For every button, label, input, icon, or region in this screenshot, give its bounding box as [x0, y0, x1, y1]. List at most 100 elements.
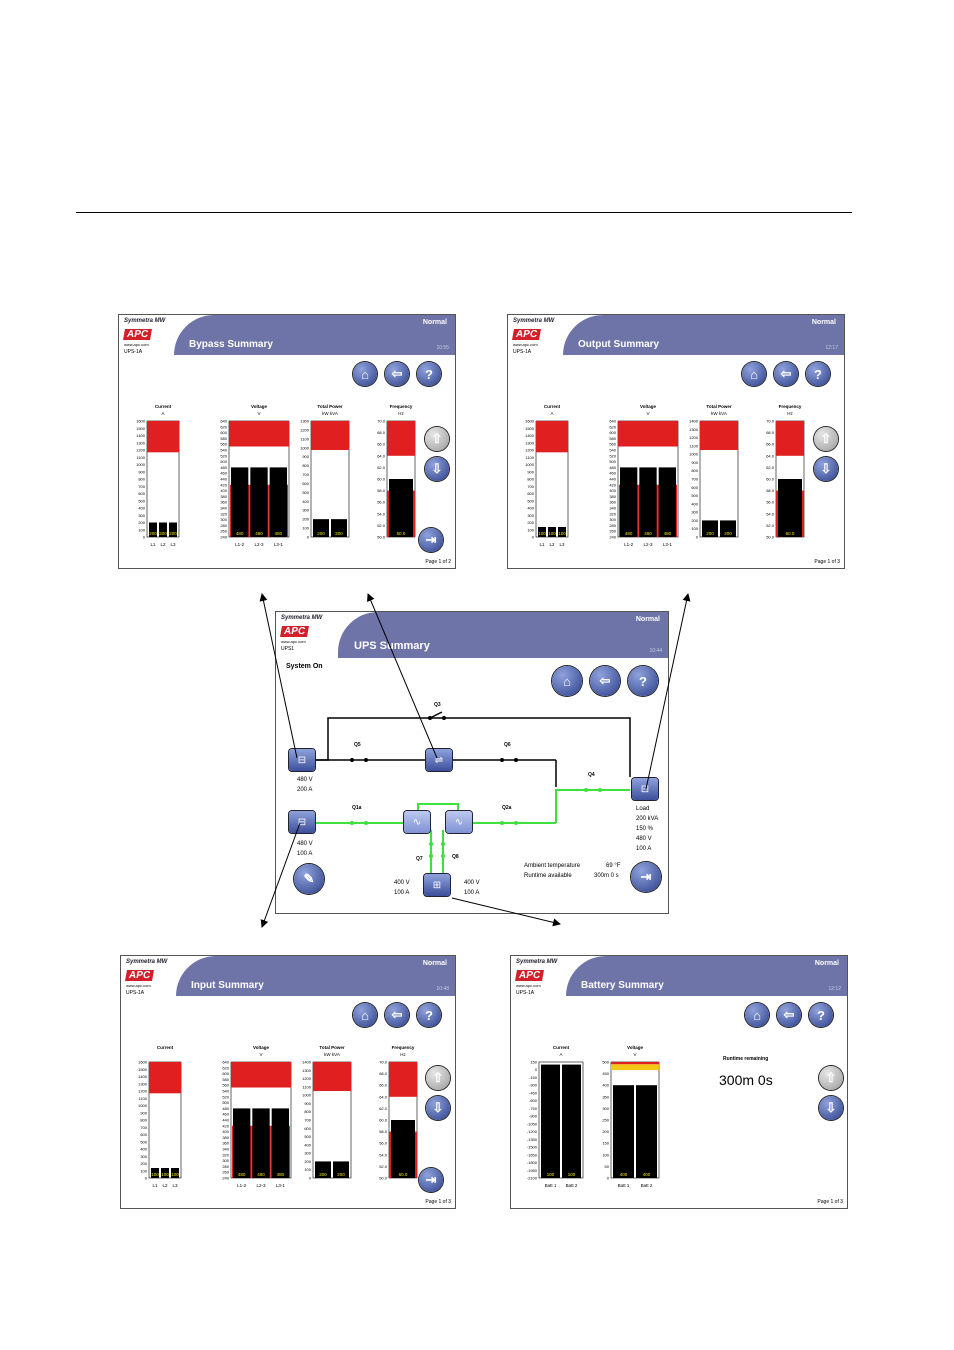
- tick-label: 460: [609, 471, 616, 476]
- static-switch-icon[interactable]: ⇌: [426, 749, 452, 771]
- tick-label: 360: [220, 500, 227, 505]
- tick-label: 64.0: [379, 1094, 388, 1099]
- tick-label: 600: [140, 1132, 147, 1137]
- help-icon[interactable]: ?: [417, 362, 441, 386]
- scroll-down-icon[interactable]: ⇩: [425, 457, 449, 481]
- tick-label: 150: [530, 1060, 537, 1065]
- scroll-down-icon[interactable]: ⇩: [426, 1096, 450, 1120]
- home-icon[interactable]: ⌂: [742, 362, 766, 386]
- screen-title: UPS Summary: [354, 640, 430, 652]
- bypass-summary-screen: Symmetra MW APC www.apc.com UPS-1A Bypas…: [118, 314, 456, 569]
- meter-bar: [538, 527, 546, 537]
- arrow-to-input: [260, 822, 301, 928]
- home-icon[interactable]: ⌂: [745, 1003, 769, 1027]
- battery-summary-screen: Symmetra MW APC www.apc.com UPS-1A Batte…: [510, 955, 848, 1209]
- help-icon[interactable]: ?: [809, 1003, 833, 1027]
- meter-bar: [333, 1161, 349, 1178]
- chart-title: Voltage: [253, 1045, 269, 1050]
- exit-door-icon[interactable]: ⇥: [419, 1168, 443, 1192]
- meter-bar: [541, 1064, 560, 1178]
- tick-label: 1300: [525, 440, 535, 445]
- scroll-up-icon[interactable]: ⇧: [814, 427, 838, 451]
- arrow-to-output-from-switch: [367, 593, 438, 759]
- tick-label: 280: [220, 523, 227, 528]
- tick-label: 300: [140, 1154, 147, 1159]
- tick-label: -1050: [527, 1121, 538, 1126]
- tick-label: 600: [302, 481, 309, 486]
- meters-chart: Current160015001400130012001100100090080…: [138, 1045, 418, 1188]
- tick-label: 800: [304, 1109, 311, 1114]
- scroll-down-icon[interactable]: ⇩: [819, 1096, 843, 1120]
- chart-unit: Hz: [400, 1052, 406, 1057]
- tick-label: 66.0: [379, 1083, 388, 1088]
- ambient-temperature-label: Ambient temperature: [524, 863, 581, 869]
- tick-label: 1300: [138, 1081, 148, 1086]
- bar-value: 200: [335, 531, 343, 536]
- exit-door-icon[interactable]: ⇥: [631, 862, 661, 892]
- arrow-to-battery: [451, 897, 561, 927]
- home-icon[interactable]: ⌂: [552, 666, 582, 696]
- bar-label: L2-3: [256, 1183, 266, 1188]
- scroll-down-icon[interactable]: ⇩: [814, 457, 838, 481]
- switch-q2a-label: Q2a: [502, 805, 512, 811]
- back-arrow-icon[interactable]: ⇦: [774, 362, 798, 386]
- screen-header: Symmetra MW APC www.apc.com UPS-1A Outpu…: [508, 315, 844, 355]
- page-indicator: Page 1 of 2: [425, 559, 451, 565]
- back-arrow-icon[interactable]: ⇦: [385, 1003, 409, 1027]
- tick-label: 100: [527, 527, 534, 532]
- arrow-to-output: [645, 593, 691, 790]
- input-source-icon[interactable]: ⊟: [289, 811, 315, 833]
- tick-label: 1600: [136, 419, 146, 424]
- meter-bar: [558, 527, 566, 537]
- tick-label: 100: [691, 526, 698, 531]
- help-icon[interactable]: ?: [806, 362, 830, 386]
- bar-label: L3: [172, 1183, 178, 1188]
- tick-label: 1100: [300, 436, 309, 441]
- one-line-diagram: [316, 711, 631, 878]
- chart-unit: V: [259, 1052, 262, 1057]
- help-icon[interactable]: ?: [417, 1003, 441, 1027]
- bar-label: Batt 1: [545, 1183, 557, 1188]
- tick-label: -1350: [527, 1137, 538, 1142]
- back-arrow-icon[interactable]: ⇦: [777, 1003, 801, 1027]
- meter-bar: [271, 1108, 289, 1178]
- back-arrow-icon[interactable]: ⇦: [385, 362, 409, 386]
- help-icon[interactable]: ?: [628, 666, 658, 696]
- header-band: [174, 315, 455, 355]
- chart-unit: V: [646, 411, 649, 416]
- tick-label: 68.0: [377, 430, 386, 435]
- tick-label: -450: [529, 1090, 538, 1095]
- tick-label: 300: [138, 513, 145, 518]
- tick-label: 1600: [525, 419, 535, 424]
- warning-zone: [611, 1064, 659, 1071]
- scroll-up-icon[interactable]: ⇧: [819, 1066, 843, 1090]
- back-arrow-icon[interactable]: ⇦: [590, 666, 620, 696]
- tick-label: 0: [309, 1176, 312, 1181]
- tick-label: 52.0: [377, 523, 386, 528]
- tick-label: 500: [691, 493, 698, 498]
- inverter-icon[interactable]: ∿: [446, 811, 472, 833]
- tick-label: 280: [222, 1164, 229, 1169]
- meter-bar: [313, 519, 329, 537]
- bar-value: 480: [625, 531, 633, 536]
- chart-title: Total Power: [706, 404, 731, 409]
- tick-label: 1400: [136, 433, 146, 438]
- battery-icon[interactable]: ⊞: [424, 874, 450, 896]
- rectifier-icon[interactable]: ∿: [404, 811, 430, 833]
- scroll-up-icon[interactable]: ⇧: [426, 1066, 450, 1090]
- meter-bar: [159, 522, 167, 537]
- tick-label: 620: [220, 424, 227, 429]
- wrench-icon[interactable]: ✎: [294, 864, 324, 894]
- scroll-up-icon[interactable]: ⇧: [425, 427, 449, 451]
- bypass-source-icon[interactable]: ⊟: [289, 749, 315, 771]
- home-icon[interactable]: ⌂: [353, 1003, 377, 1027]
- tick-label: 400: [691, 501, 698, 506]
- tick-label: 1500: [525, 426, 535, 431]
- home-icon[interactable]: ⌂: [353, 362, 377, 386]
- tick-label: 600: [527, 491, 534, 496]
- load-icon[interactable]: ⊟: [632, 778, 658, 800]
- exit-door-icon[interactable]: ⇥: [419, 528, 443, 552]
- tick-label: 380: [222, 1135, 229, 1140]
